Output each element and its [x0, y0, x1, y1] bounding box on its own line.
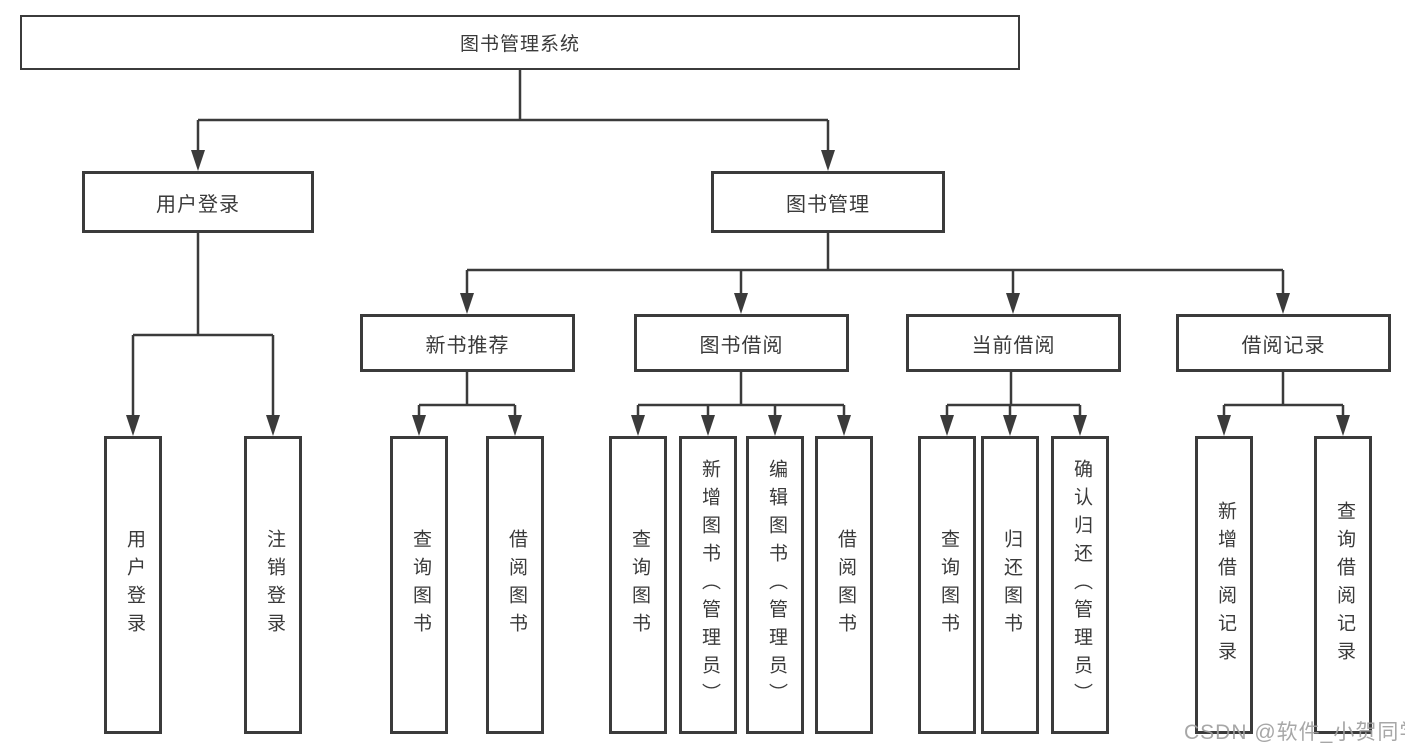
node-current-borrow: 当前借阅: [906, 314, 1121, 372]
node-borrow-records: 借阅记录: [1176, 314, 1391, 372]
leaf-logout: 注销登录: [244, 436, 302, 734]
leaf-return-books: 归还图书: [981, 436, 1039, 734]
arrowheads: [126, 150, 1350, 436]
leaf-add-book-admin: 新增图书（管理员）: [679, 436, 737, 734]
leaf-add-borrow-record: 新增借阅记录: [1195, 436, 1253, 734]
leaf-query-books-current: 查询图书: [918, 436, 976, 734]
leaf-query-books-recommend: 查询图书: [390, 436, 448, 734]
leaf-confirm-return-admin: 确认归还（管理员）: [1051, 436, 1109, 734]
leaf-query-books-borrow: 查询图书: [609, 436, 667, 734]
leaf-borrow-books: 借阅图书: [815, 436, 873, 734]
node-user-login: 用户登录: [82, 171, 314, 233]
leaf-user-login: 用户登录: [104, 436, 162, 734]
leaf-query-borrow-record: 查询借阅记录: [1314, 436, 1372, 734]
leaf-borrow-books-recommend: 借阅图书: [486, 436, 544, 734]
node-library-system: 图书管理系统: [20, 15, 1020, 70]
node-new-book-recommend: 新书推荐: [360, 314, 575, 372]
node-book-management: 图书管理: [711, 171, 945, 233]
leaf-edit-book-admin: 编辑图书（管理员）: [746, 436, 804, 734]
csdn-watermark: CSDN @软件_小贺同学: [1184, 721, 1405, 744]
node-book-borrow: 图书借阅: [634, 314, 849, 372]
